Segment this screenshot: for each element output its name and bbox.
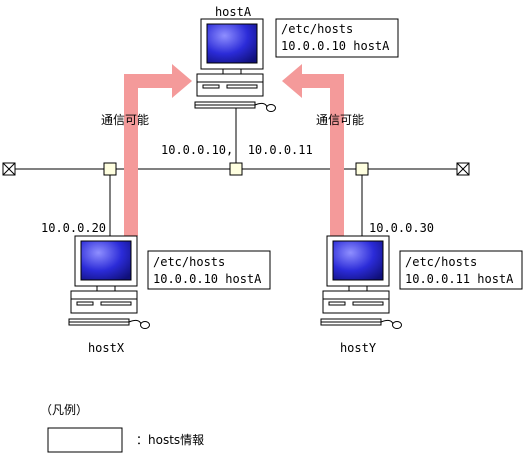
hosts-info-box-hostx: /etc/hosts 10.0.0.10 hostA [147, 250, 271, 290]
hosta-name: hostA [215, 5, 252, 19]
hosts-entry: 10.0.0.11 hostA [405, 272, 514, 286]
hosts-info-box-hosty: /etc/hosts 10.0.0.11 hostA [399, 250, 523, 290]
legend-title: （凡例） [40, 403, 88, 417]
arrow-hostx-to-hosta [124, 64, 192, 236]
hostx-ip: 10.0.0.20 [41, 221, 106, 235]
hostx-name: hostX [88, 341, 125, 355]
hosta-ip: 10.0.0.10, 10.0.0.11 [161, 143, 313, 157]
hosts-path: /etc/hosts [281, 22, 353, 36]
hosts-entry: 10.0.0.10 hostA [281, 39, 390, 53]
connector-hosta [229, 162, 243, 176]
hosty-name: hostY [340, 341, 377, 355]
arrow-hosty-to-hosta [282, 64, 344, 236]
hostx-computer-icon[interactable] [68, 235, 150, 329]
hosts-path: /etc/hosts [153, 255, 225, 269]
hosts-path: /etc/hosts [405, 255, 477, 269]
arrow-label-right: 通信可能 [316, 113, 364, 127]
hosta-computer-icon[interactable] [194, 18, 276, 112]
connector-hosty [355, 162, 369, 176]
terminator-left [2, 162, 16, 176]
hosty-computer-icon[interactable] [320, 235, 402, 329]
legend-box-sample [47, 427, 123, 453]
hosty-ip: 10.0.0.30 [369, 221, 434, 235]
arrow-label-left: 通信可能 [101, 113, 149, 127]
hosts-entry: 10.0.0.10 hostA [153, 272, 262, 286]
connector-hostx [103, 162, 117, 176]
hosts-info-box-hosta: /etc/hosts 10.0.0.10 hostA [275, 18, 399, 58]
legend-box-label: ：hosts情報 [136, 433, 204, 447]
terminator-right [456, 162, 470, 176]
